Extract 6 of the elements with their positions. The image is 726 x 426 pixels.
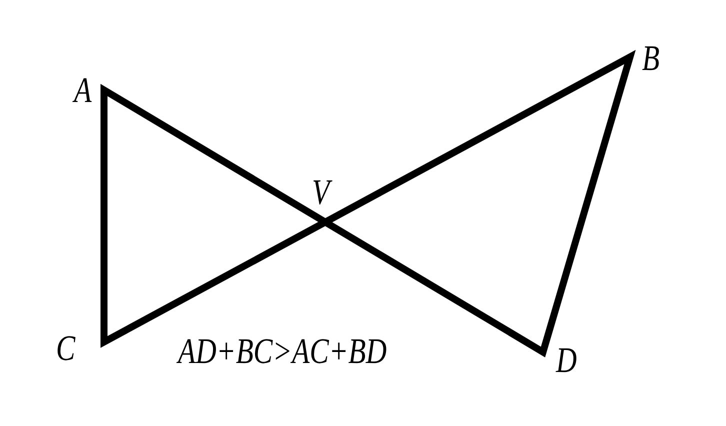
point-label: B	[642, 40, 660, 76]
inequality-text: AD+BC>AC+BD	[178, 333, 387, 369]
point-label: V	[312, 174, 330, 210]
point-label: D	[556, 342, 577, 378]
point-label: C	[56, 330, 76, 366]
point-label: A	[74, 72, 92, 108]
